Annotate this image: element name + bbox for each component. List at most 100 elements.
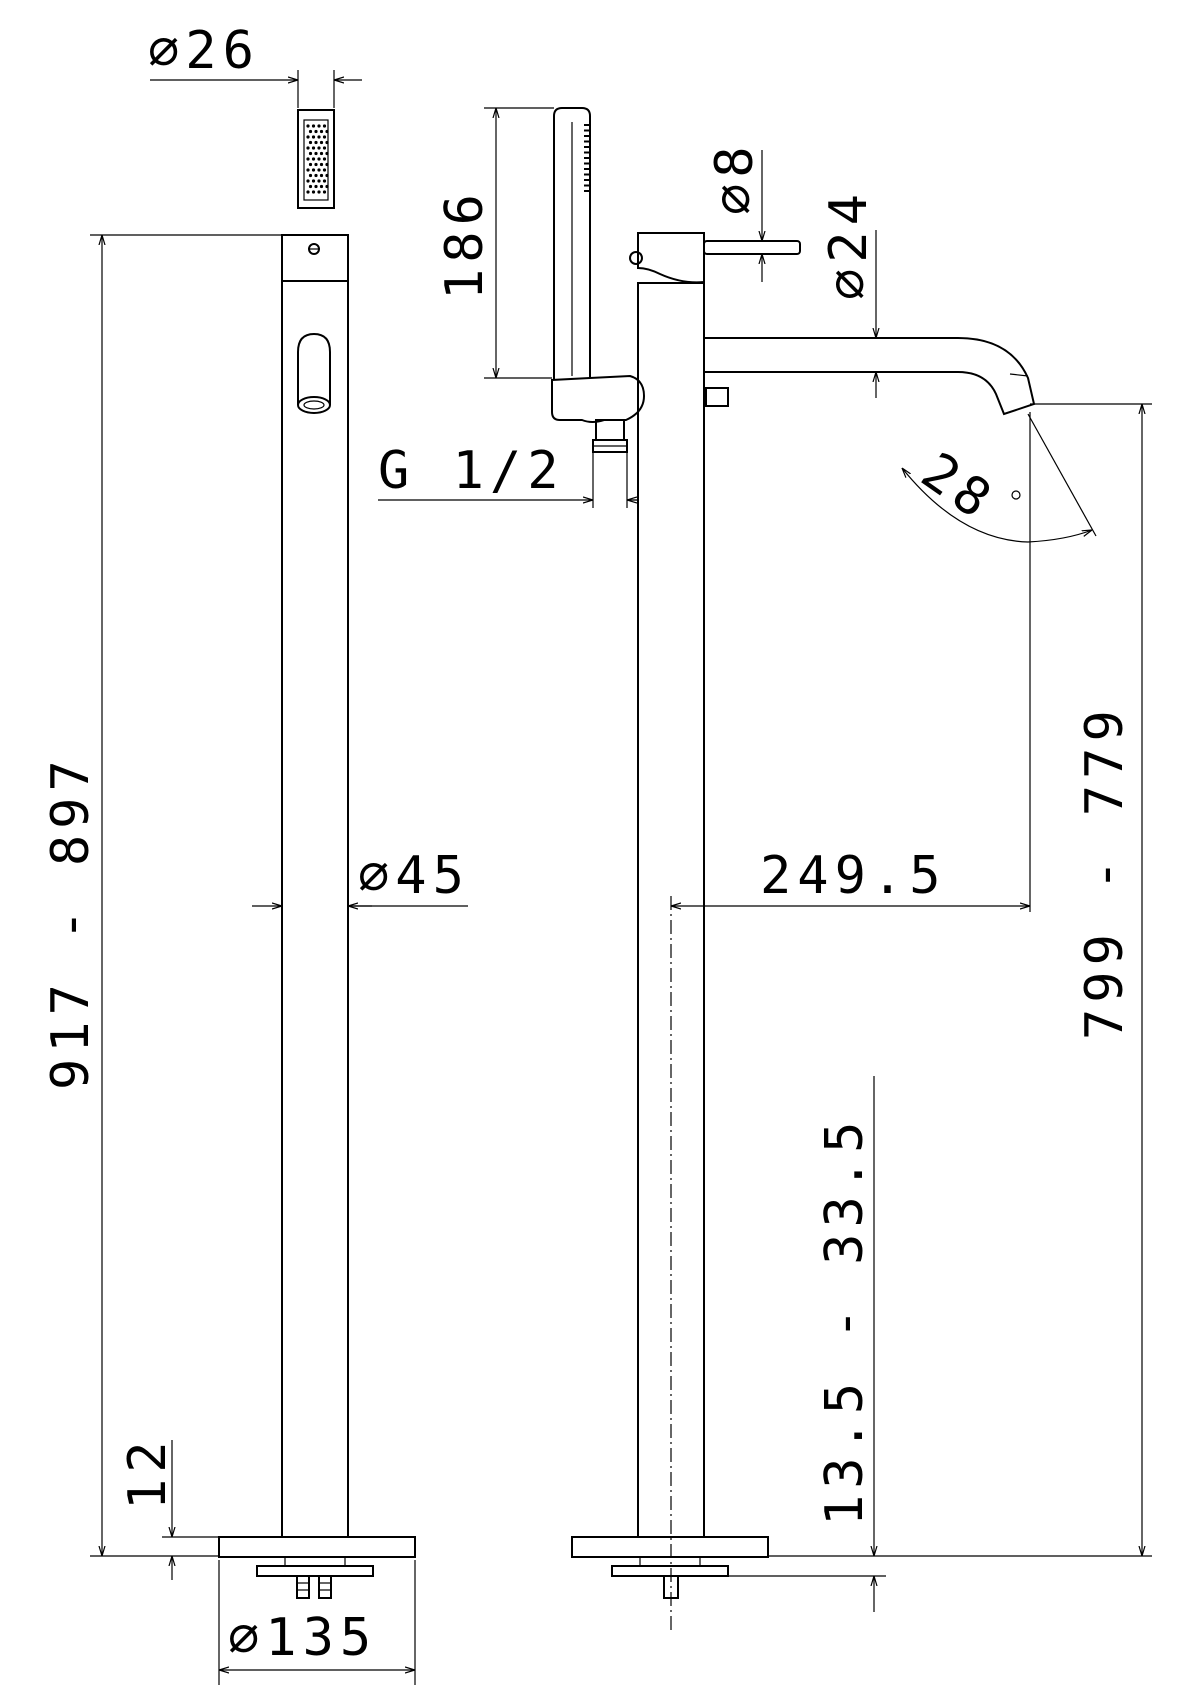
- side-connector: [595, 419, 625, 441]
- nozzle-dot: [322, 190, 327, 194]
- nozzle-dot: [325, 173, 329, 178]
- dim-total-height: 917 - 897: [41, 754, 101, 1090]
- nozzle-dot: [306, 190, 310, 194]
- side-nozzle-pattern: [584, 124, 590, 192]
- nozzle-dot: [308, 151, 313, 156]
- dim-hand-shower-length: 186: [435, 188, 495, 300]
- nozzle-dot: [322, 135, 327, 139]
- front-base-plate: [218, 1536, 416, 1558]
- nozzle-dot: [322, 179, 327, 183]
- nozzle-dot: [319, 151, 324, 156]
- nozzle-dot: [308, 140, 313, 145]
- front-hand-shower-face: [303, 119, 329, 201]
- side-dimensions: 186 ⌀8 ⌀24 G 1/2 28 799 - 779 249.5: [378, 107, 1152, 1612]
- side-nozzle-tick: [584, 173, 590, 176]
- nozzle-dot: [314, 129, 318, 134]
- nozzle-dot: [322, 157, 327, 161]
- nozzle-dot: [311, 157, 316, 161]
- nozzle-dot: [308, 129, 313, 134]
- side-nozzle-tick: [584, 146, 590, 148]
- nozzle-dot: [317, 146, 321, 150]
- nozzle-dot: [311, 179, 316, 183]
- nozzle-dot: [319, 129, 324, 134]
- side-nozzle-tick: [584, 140, 590, 143]
- dim-floor-adjust: 13.5 - 33.5: [815, 1116, 875, 1526]
- nozzle-dot: [308, 173, 313, 178]
- dim-base-dia: ⌀135: [228, 1608, 377, 1668]
- nozzle-dot: [317, 168, 321, 172]
- side-nozzle-tick: [584, 179, 590, 181]
- nozzle-dot: [306, 146, 310, 150]
- nozzle-dot: [319, 162, 324, 167]
- side-nozzle-tick: [584, 190, 590, 192]
- nozzle-dot: [308, 184, 313, 189]
- side-nozzle-tick: [584, 129, 590, 132]
- nozzle-dot: [317, 135, 321, 139]
- nozzle-dot: [311, 168, 316, 172]
- degree-symbol: [1011, 490, 1021, 500]
- nozzle-dot: [325, 140, 329, 145]
- nozzle-dot: [314, 151, 318, 156]
- side-nozzle-tick: [584, 168, 590, 170]
- front-hand-shower: [297, 109, 335, 209]
- side-view: [551, 107, 1036, 1630]
- nozzle-dot: [322, 124, 327, 128]
- side-nozzle-tick: [584, 135, 590, 137]
- nozzle-dot: [322, 146, 327, 150]
- nozzle-dot: [311, 146, 316, 150]
- dim-column-dia: ⌀45: [358, 846, 470, 906]
- side-holder: [551, 374, 646, 423]
- nozzle-dot: [314, 173, 318, 178]
- side-mixer-body: [637, 232, 705, 284]
- nozzle-dot: [317, 190, 321, 194]
- nozzle-dot: [319, 184, 324, 189]
- side-nozzle-tick: [584, 162, 590, 165]
- front-holder-block: [281, 234, 349, 282]
- nozzle-dot: [322, 168, 327, 172]
- dim-thread: G 1/2: [378, 441, 565, 501]
- side-diverter-knob: [705, 387, 729, 407]
- front-spout-opening: [297, 332, 331, 405]
- side-lever: [703, 240, 801, 255]
- nozzle-dot: [306, 179, 310, 183]
- nozzle-dot: [325, 129, 329, 134]
- nozzle-dot: [319, 140, 324, 145]
- nozzle-dot: [306, 135, 310, 139]
- dim-base-thickness: 12: [118, 1435, 178, 1510]
- dim-spout-angle: 28: [911, 441, 1007, 533]
- nozzle-dot: [325, 151, 329, 156]
- nozzle-dot: [314, 140, 318, 145]
- nozzle-dot: [325, 162, 329, 167]
- dim-spout-dia: ⌀24: [819, 188, 879, 300]
- side-nozzle-tick: [584, 151, 590, 154]
- front-column: [281, 280, 349, 1538]
- side-nozzle-tick: [584, 157, 590, 159]
- dim-spout-reach: 249.5: [760, 846, 947, 906]
- nozzle-dot: [306, 124, 310, 128]
- front-mount-flange: [256, 1565, 374, 1577]
- side-base-plate: [571, 1536, 769, 1558]
- side-mount-flange: [611, 1565, 729, 1577]
- front-hose-fittings: [296, 1575, 332, 1599]
- nozzle-pattern: [306, 124, 329, 194]
- nozzle-dot: [311, 135, 316, 139]
- nozzle-dot: [317, 179, 321, 183]
- side-spout: [704, 337, 1036, 416]
- nozzle-dot: [311, 124, 316, 128]
- dim-spout-height: 799 - 779: [1075, 704, 1135, 1040]
- nozzle-dot: [308, 162, 313, 167]
- nozzle-dot: [311, 190, 316, 194]
- nozzle-dot: [314, 184, 318, 189]
- nozzle-dot: [317, 124, 321, 128]
- dim-hand-shower-dia: ⌀26: [148, 21, 260, 81]
- dim-lever-dia: ⌀8: [705, 140, 765, 215]
- front-dimensions: ⌀26 917 - 897 12 ⌀45 ⌀135: [41, 21, 470, 1685]
- nozzle-dot: [319, 173, 324, 178]
- side-hand-shower: [553, 107, 591, 380]
- side-nozzle-tick: [584, 184, 590, 187]
- nozzle-dot: [306, 157, 310, 161]
- nozzle-dot: [317, 157, 321, 161]
- nozzle-dot: [306, 168, 310, 172]
- nozzle-dot: [314, 162, 318, 167]
